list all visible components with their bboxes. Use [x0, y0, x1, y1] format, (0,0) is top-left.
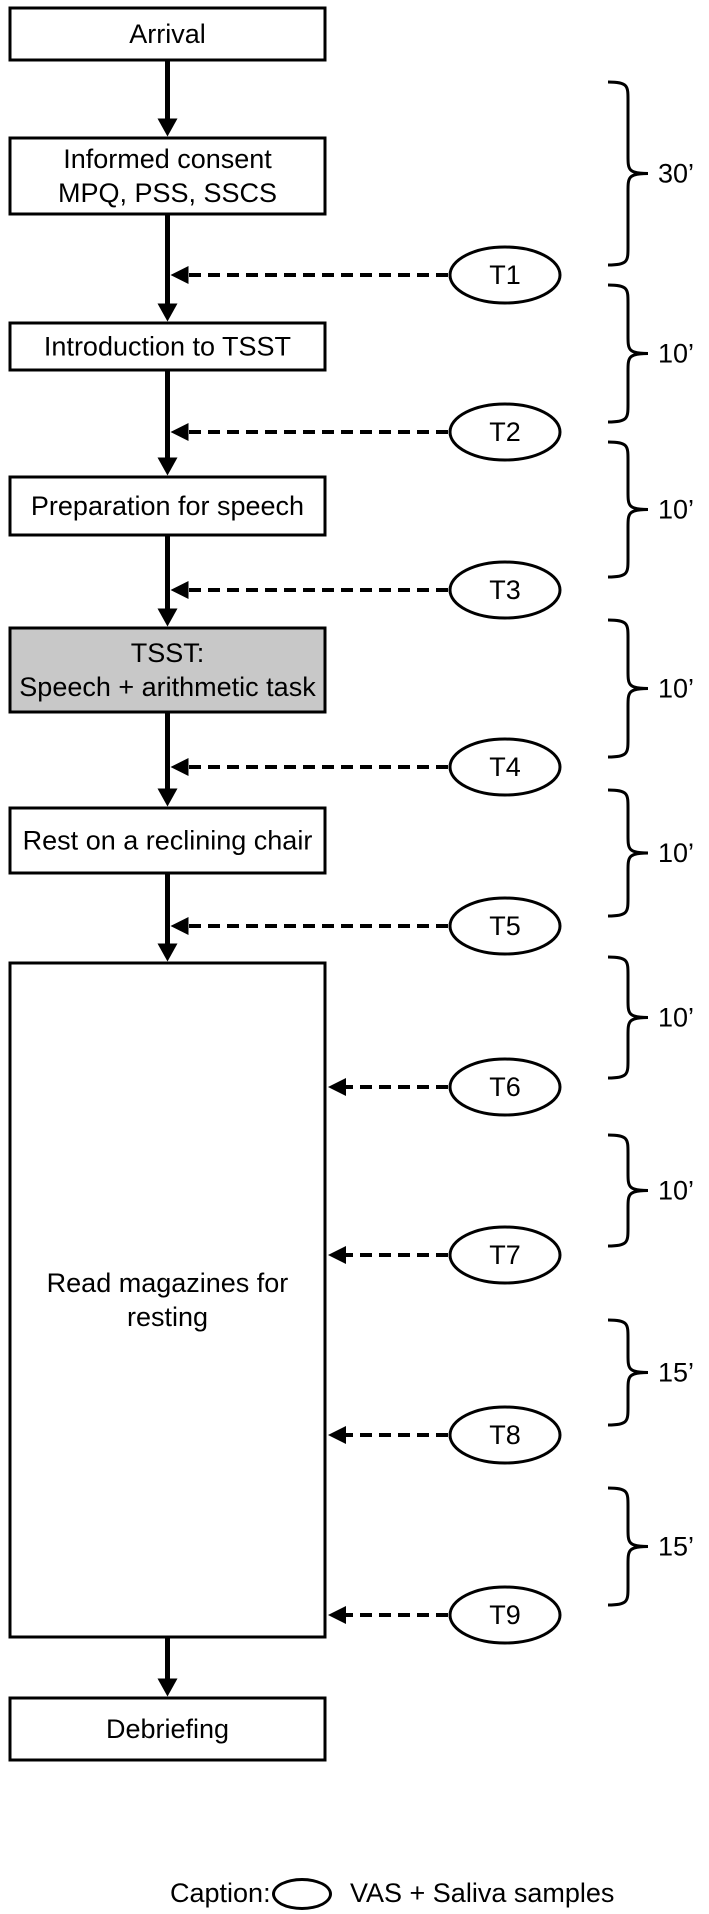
interval-brace-7: 10’ — [607, 1133, 694, 1248]
timepoint-t7: T7 — [448, 1225, 562, 1285]
step-label: Preparation for speech — [31, 491, 304, 521]
timepoint-t2: T2 — [448, 402, 562, 462]
interval-duration: 10’ — [658, 495, 694, 525]
timepoint-oval — [448, 896, 562, 956]
step-box-frame — [8, 961, 327, 1639]
step-box-frame — [8, 806, 327, 875]
timepoint-t9: T9 — [448, 1585, 562, 1645]
step-label: Speech + arithmetic task — [19, 672, 316, 702]
timepoint-label: T2 — [489, 417, 521, 447]
interval-brace-5: 10’ — [607, 788, 694, 918]
interval-duration: 10’ — [658, 1003, 694, 1033]
interval-duration: 10’ — [658, 838, 694, 868]
step-box-6: Rest on a reclining chair — [8, 806, 327, 875]
step-label: Debriefing — [106, 1714, 229, 1744]
step-box-frame — [8, 1696, 327, 1762]
sample-arrow-t2 — [170, 423, 448, 441]
interval-duration: 15’ — [658, 1358, 694, 1388]
interval-brace-2: 10’ — [607, 283, 694, 424]
timepoint-oval — [448, 245, 562, 305]
step-label: TSST: — [131, 638, 205, 668]
flow-arrow — [157, 371, 178, 476]
flow-arrow — [157, 215, 178, 322]
timepoint-t1: T1 — [448, 245, 562, 305]
interval-brace-1: 30’ — [607, 80, 694, 267]
timepoint-label: T1 — [489, 260, 521, 290]
interval-brace-3: 10’ — [607, 440, 694, 579]
timepoint-label: T7 — [489, 1240, 521, 1270]
step-box-5: TSST: Speech + arithmetic task — [8, 626, 327, 714]
interval-brace-9: 15’ — [607, 1486, 694, 1607]
step-label: Rest on a reclining chair — [23, 826, 313, 856]
timepoint-t6: T6 — [448, 1057, 562, 1117]
step-label: resting — [127, 1302, 208, 1332]
caption: Caption: VAS + Saliva samples — [0, 1878, 709, 1914]
interval-duration: 10’ — [658, 1176, 694, 1206]
timepoint-label: T3 — [489, 575, 521, 605]
step-box-7: Read magazines for resting — [8, 961, 327, 1639]
flow-arrow — [157, 713, 178, 807]
timepoint-oval — [448, 1225, 562, 1285]
timepoint-oval — [448, 560, 562, 620]
interval-brace-8: 15’ — [607, 1318, 694, 1427]
timepoint-t8: T8 — [448, 1405, 562, 1465]
timepoint-t3: T3 — [448, 560, 562, 620]
timepoint-t4: T4 — [448, 737, 562, 797]
flow-arrow — [157, 61, 178, 137]
interval-duration: 15’ — [658, 1532, 694, 1562]
sample-arrow-t9 — [328, 1606, 448, 1624]
sample-arrow-t3 — [170, 581, 448, 599]
interval-brace-6: 10’ — [607, 955, 694, 1080]
saliva-sample-oval-icon — [272, 1878, 332, 1910]
timepoint-t5: T5 — [448, 896, 562, 956]
timepoint-oval — [448, 402, 562, 462]
sample-arrow-t6 — [328, 1078, 448, 1096]
sample-arrow-t8 — [328, 1426, 448, 1444]
step-label: Read magazines for — [47, 1268, 289, 1298]
timepoint-label: T6 — [489, 1072, 521, 1102]
step-box-3: Introduction to TSST — [8, 321, 327, 372]
sample-arrow-t7 — [328, 1246, 448, 1264]
sample-arrow-t4 — [170, 758, 448, 776]
timepoint-label: T8 — [489, 1420, 521, 1450]
sample-arrow-t5 — [170, 917, 448, 935]
interval-brace-4: 10’ — [607, 618, 694, 759]
step-label: Introduction to TSST — [44, 332, 291, 362]
interval-duration: 30’ — [658, 159, 694, 189]
step-label: Arrival — [129, 19, 206, 49]
step-label: MPQ, PSS, SSCS — [58, 178, 277, 208]
step-box-frame — [8, 475, 327, 537]
step-box-frame — [8, 6, 327, 62]
sample-arrow-t1 — [170, 266, 448, 284]
interval-duration: 10’ — [658, 339, 694, 369]
timepoint-oval — [448, 1057, 562, 1117]
step-box-4: Preparation for speech — [8, 475, 327, 537]
caption-text: VAS + Saliva samples — [350, 1878, 615, 1908]
flow-arrow — [157, 1638, 178, 1697]
timepoint-label: T9 — [489, 1600, 521, 1630]
interval-duration: 10’ — [658, 674, 694, 704]
step-box-1: Arrival — [8, 6, 327, 62]
caption-label: Caption: — [170, 1878, 271, 1908]
step-label: Informed consent — [63, 144, 272, 174]
step-box-frame — [8, 136, 327, 216]
timepoint-oval — [448, 1405, 562, 1465]
step-box-frame — [8, 321, 327, 372]
flow-arrow — [157, 536, 178, 627]
step-box-8: Debriefing — [8, 1696, 327, 1762]
step-box-frame — [8, 626, 327, 714]
timepoint-label: T5 — [489, 911, 521, 941]
timepoint-oval — [448, 737, 562, 797]
flow-arrow — [157, 874, 178, 962]
timepoint-label: T4 — [489, 752, 521, 782]
timepoint-oval — [448, 1585, 562, 1645]
